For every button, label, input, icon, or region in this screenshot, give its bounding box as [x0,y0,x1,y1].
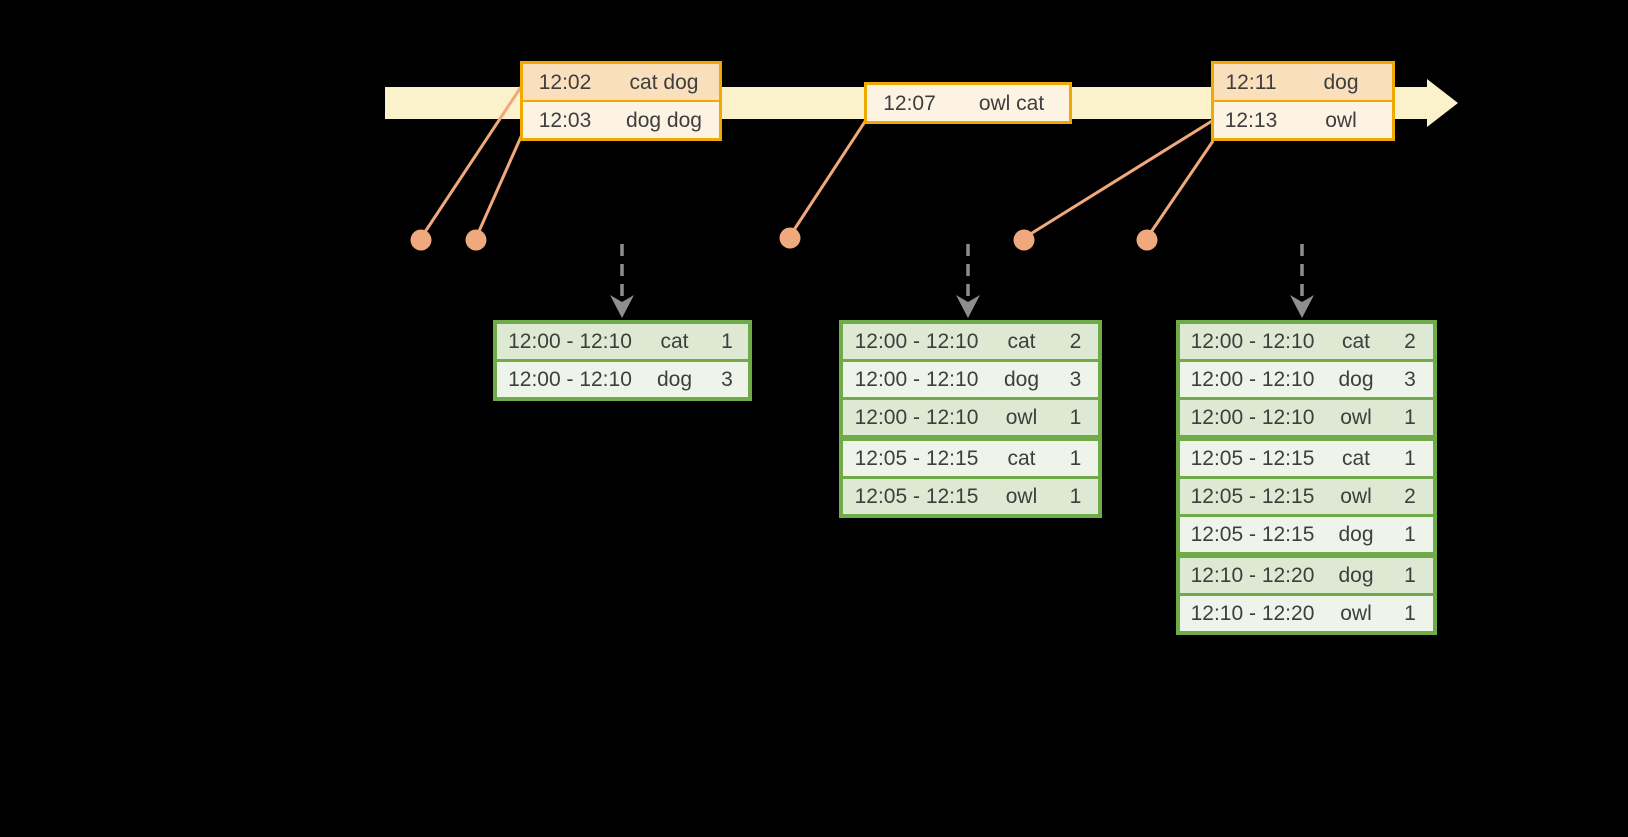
event-words-cell: dog [1323,70,1359,94]
window-cell: 12:00 - 12:10 [1190,368,1315,391]
window-cell: 12:05 - 12:15 [1190,485,1315,508]
table-row: 12:05 - 12:15 cat 1 [843,441,1098,476]
down-dashed-arrow-icon [956,244,980,318]
word-cell: owl [1005,485,1038,508]
table-row: 12:00 - 12:10 dog 3 [843,362,1098,397]
window-cell: 12:00 - 12:10 [508,368,632,391]
table-row: 12:00 - 12:10 owl 1 [843,400,1098,435]
table-row: 12:05 - 12:15 owl 1 [843,479,1098,514]
table-row: 12:00 - 12:10 cat 1 [497,324,748,359]
event-dots [410,227,1158,251]
table-row: 12:10 - 12:20 dog 1 [1180,558,1433,593]
count-cell: 1 [1404,523,1416,546]
count-cell: 1 [1069,485,1082,508]
count-cell: 2 [1404,330,1416,353]
count-cell: 3 [1069,368,1082,391]
window-cell: 12:00 - 12:10 [854,406,979,429]
table-row: 12:00 - 12:10 dog 3 [1180,362,1433,397]
window-cell: 12:05 - 12:15 [854,447,979,470]
window-cell: 12:00 - 12:10 [1190,406,1315,429]
count-cell: 1 [1404,564,1416,587]
word-cell: dog [1338,564,1374,587]
event-dot [465,229,487,251]
table-row: 12:00 - 12:10 owl 1 [1180,400,1433,435]
word-cell: owl [1340,406,1372,429]
event-box-1: 12:02 cat dog 12:03 dog dog [520,61,722,141]
word-cell: cat [1007,330,1036,353]
count-cell: 3 [721,368,733,391]
table-row: 12:11 dog [1214,64,1392,100]
count-cell: 1 [1404,602,1416,625]
window-cell: 12:05 - 12:15 [1190,523,1315,546]
word-cell: dog [1338,523,1374,546]
event-words-cell: cat dog [629,70,699,94]
word-cell: cat [1341,330,1370,353]
window-cell: 12:00 - 12:10 [1190,330,1315,353]
event-box-2: 12:07 owl cat [864,82,1072,124]
word-cell: owl [1340,485,1372,508]
word-cell: owl [1340,602,1372,625]
connector-line [1145,140,1215,239]
word-cell: cat [1341,447,1370,470]
word-cell: owl [1005,406,1038,429]
connector-line [419,83,525,239]
window-cell: 12:00 - 12:10 [854,330,979,353]
connector-line [788,119,868,237]
connector-line [1023,119,1213,240]
event-words-cell: owl [1325,108,1357,132]
table-row: 12:05 - 12:15 dog 1 [1180,517,1433,552]
event-words-cell: dog dog [626,108,702,132]
word-cell: cat [1007,447,1036,470]
count-cell: 1 [1069,406,1082,429]
event-dot [779,227,801,249]
result-table-1: 12:00 - 12:10 cat 1 12:00 - 12:10 dog 3 [493,320,752,401]
event-time-cell: 12:07 [883,91,936,115]
table-row: 12:05 - 12:15 cat 1 [1180,441,1433,476]
table-row: 12:00 - 12:10 dog 3 [497,362,748,397]
word-cell: cat [660,330,689,353]
count-cell: 2 [1069,330,1082,353]
down-dashed-arrow-icon [1290,244,1314,318]
word-cell: dog [1338,368,1374,391]
event-time-cell: 12:11 [1225,70,1277,94]
table-row: 12:07 owl cat [867,85,1069,121]
connector-lines [419,83,1215,240]
table-row: 12:13 owl [1214,102,1392,138]
event-time-cell: 12:03 [538,108,592,132]
word-cell: dog [1003,368,1040,391]
count-cell: 1 [1404,447,1416,470]
event-dot [410,229,432,251]
window-cell: 12:05 - 12:15 [854,485,979,508]
table-row: 12:02 cat dog [523,64,719,100]
event-dot [1013,229,1035,251]
table-row: 12:05 - 12:15 owl 2 [1180,479,1433,514]
window-cell: 12:10 - 12:20 [1190,564,1315,587]
event-dot [1136,229,1158,251]
connector-line [474,129,526,239]
event-time-cell: 12:02 [538,70,592,94]
count-cell: 1 [1404,406,1416,429]
event-time-cell: 12:13 [1224,108,1278,132]
count-cell: 2 [1404,485,1416,508]
window-cell: 12:05 - 12:15 [1190,447,1315,470]
event-box-3: 12:11 dog 12:13 owl [1211,61,1395,141]
window-cell: 12:10 - 12:20 [1190,602,1315,625]
down-dashed-arrow-icon [610,244,634,318]
count-cell: 1 [721,330,733,353]
table-row: 12:03 dog dog [523,102,719,138]
event-words-cell: owl cat [978,91,1045,115]
window-cell: 12:00 - 12:10 [854,368,979,391]
trigger-arrows [610,244,1314,318]
count-cell: 1 [1069,447,1082,470]
word-cell: dog [656,368,693,391]
window-cell: 12:00 - 12:10 [508,330,632,353]
table-row: 12:10 - 12:20 owl 1 [1180,596,1433,631]
count-cell: 3 [1404,368,1416,391]
table-row: 12:00 - 12:10 cat 2 [843,324,1098,359]
table-row: 12:00 - 12:10 cat 2 [1180,324,1433,359]
